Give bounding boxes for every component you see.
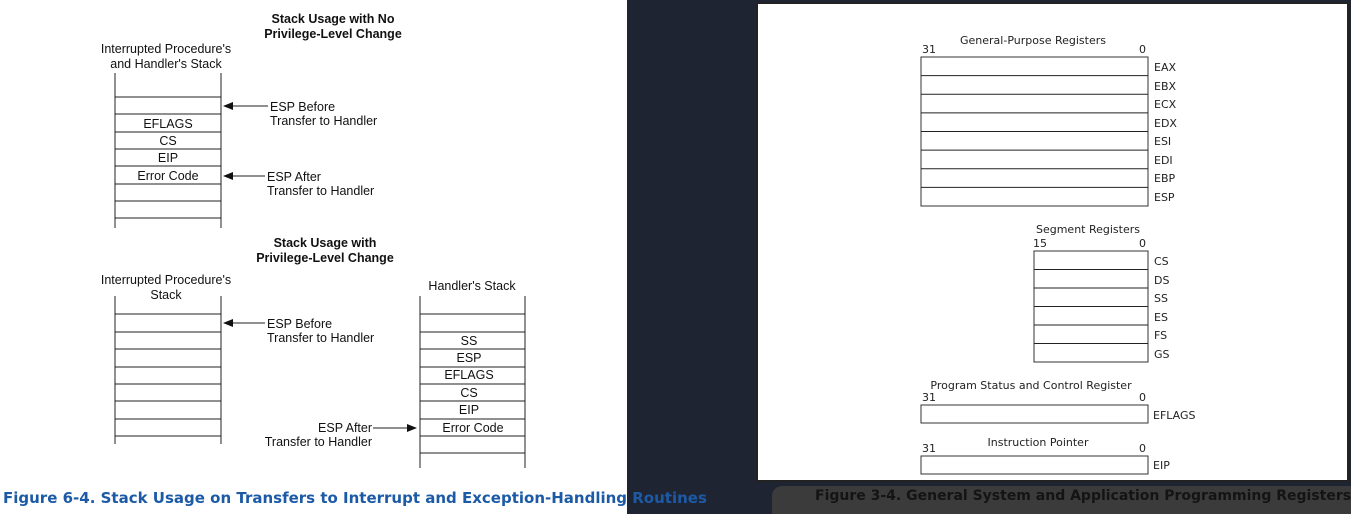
ip-bit-low: 0: [1139, 442, 1146, 455]
esp-before-line1: ESP Before: [270, 100, 335, 114]
left-caption-bar: [0, 484, 627, 514]
psc-bit-high: 31: [922, 391, 936, 404]
esp-after2-line2: Transfer to Handler: [265, 435, 372, 449]
eip-register-box: [920, 455, 1149, 475]
right-figure-caption: Figure 3-4. General System and Applicati…: [815, 488, 1351, 504]
psc-name-eflags: EFLAGS: [1153, 409, 1196, 422]
left-figure-caption: Figure 6-4. Stack Usage on Transfers to …: [3, 489, 707, 507]
gpr-title: General-Purpose Registers: [960, 34, 1106, 47]
stack1: EFLAGS CS EIP Error Code: [114, 73, 222, 228]
esp-after-line1: ESP After: [267, 170, 321, 184]
handler-cell-esp: ESP: [456, 351, 481, 365]
gpr-register-box: [920, 56, 1149, 207]
gpr-name-ecx: ECX: [1154, 98, 1177, 111]
handler-cell-cs: CS: [460, 386, 477, 400]
handler-cell-eip: EIP: [459, 403, 479, 417]
esp-after-line2: Transfer to Handler: [267, 184, 374, 198]
left-figure-panel: [0, 0, 627, 484]
stack1-cell-eip: EIP: [158, 151, 178, 165]
gpr-name-eax: EAX: [1154, 61, 1176, 74]
esp-before-line2: Transfer to Handler: [270, 114, 377, 128]
gpr-name-edx: EDX: [1154, 117, 1177, 130]
title-change-line1: Stack Usage with: [274, 236, 377, 250]
stack2: [114, 296, 222, 444]
stack1-label-line2: and Handler's Stack: [110, 57, 222, 71]
psc-title: Program Status and Control Register: [930, 379, 1132, 392]
psc-bit-low: 0: [1139, 391, 1146, 404]
seg-name-ss: SS: [1154, 292, 1168, 305]
ip-title: Instruction Pointer: [988, 436, 1089, 449]
seg-name-es: ES: [1154, 311, 1168, 324]
handler-stack-label: Handler's Stack: [428, 279, 516, 293]
ip-bit-high: 31: [922, 442, 936, 455]
right-caption-bar: [772, 486, 1351, 514]
handler-cell-eflags: EFLAGS: [444, 368, 493, 382]
stack1-label-line1: Interrupted Procedure's: [101, 42, 231, 56]
seg-bit-high: 15: [1033, 237, 1047, 250]
seg-title: Segment Registers: [1036, 223, 1140, 236]
stack1-cell-eflags: EFLAGS: [143, 117, 192, 131]
gpr-name-esp: ESP: [1154, 191, 1175, 204]
ip-name-eip: EIP: [1153, 459, 1170, 472]
stack2-label-line1: Interrupted Procedure's: [101, 273, 231, 287]
esp-before2-line2: Transfer to Handler: [267, 331, 374, 345]
seg-bit-low: 0: [1139, 237, 1146, 250]
gpr-name-ebx: EBX: [1154, 80, 1176, 93]
gpr-name-edi: EDI: [1154, 154, 1173, 167]
gpr-name-ebp: EBP: [1154, 172, 1175, 185]
eflags-register-box: [920, 404, 1149, 424]
seg-register-box: [1033, 250, 1149, 363]
handler-stack: SS ESP EFLAGS CS EIP Error Code: [419, 296, 526, 468]
seg-name-gs: GS: [1154, 348, 1170, 361]
stack1-cell-cs: CS: [159, 134, 176, 148]
gpr-bit-low: 0: [1139, 43, 1146, 56]
esp-before2-line1: ESP Before: [267, 317, 332, 331]
seg-name-fs: FS: [1154, 329, 1167, 342]
esp-after2-line1: ESP After: [318, 421, 372, 435]
handler-cell-ss: SS: [461, 334, 478, 348]
gpr-bit-high: 31: [922, 43, 936, 56]
gpr-name-esi: ESI: [1154, 135, 1171, 148]
title-no-change-line2: Privilege-Level Change: [264, 27, 402, 41]
seg-name-cs: CS: [1154, 255, 1169, 268]
seg-name-ds: DS: [1154, 274, 1169, 287]
handler-cell-error-code: Error Code: [442, 421, 503, 435]
stack1-cell-error-code: Error Code: [137, 169, 198, 183]
title-change-line2: Privilege-Level Change: [256, 251, 394, 265]
title-no-change-line1: Stack Usage with No: [272, 12, 395, 26]
stack2-label-line2: Stack: [150, 288, 182, 302]
